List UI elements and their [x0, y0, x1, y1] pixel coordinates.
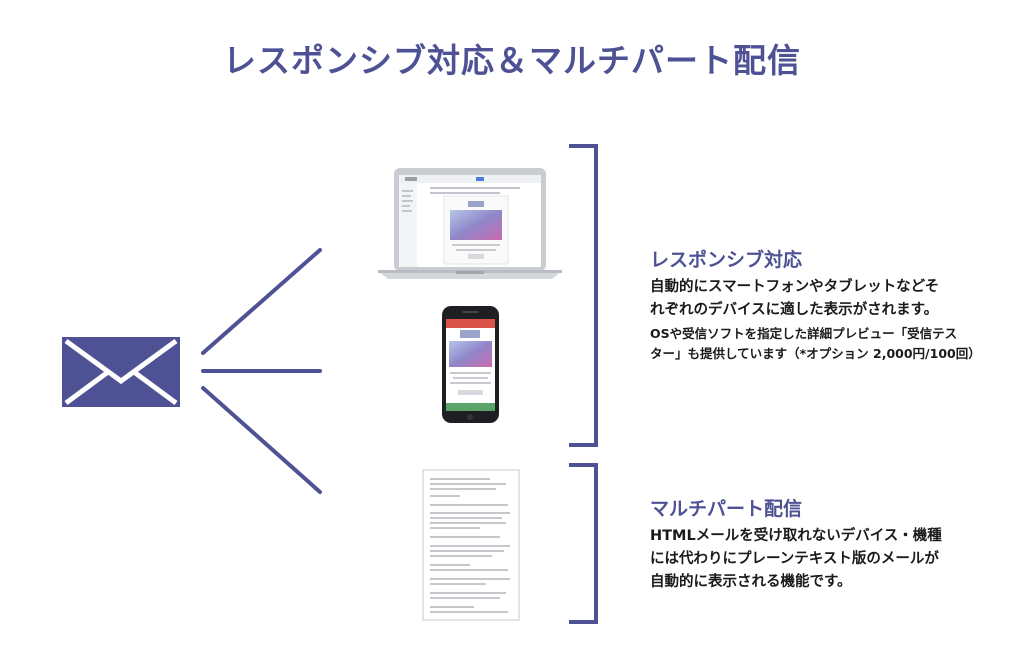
- text-document-icon: [422, 469, 520, 621]
- smartphone-icon: [442, 306, 499, 423]
- responsive-body: 自動的にスマートフォンやタブレットなどそ れぞれのデバイスに適した表示がされます…: [650, 279, 940, 318]
- multipart-body: HTMLメールを受け取れないデバイス・機種 には代わりにプレーンテキスト版のメー…: [650, 528, 942, 590]
- envelope-icon: [62, 337, 180, 407]
- connector-lines: [201, 248, 322, 494]
- page-title: レスポンシブ対応＆マルチパート配信: [223, 41, 801, 80]
- multipart-heading: マルチパート配信: [650, 498, 803, 520]
- laptop-icon: [378, 168, 562, 279]
- responsive-heading: レスポンシブ対応: [650, 249, 803, 271]
- responsive-note: OSや受信ソフトを指定した詳細プレビュー「受信テス ター」も提供しています（*オ…: [650, 326, 981, 361]
- section-brackets: [569, 144, 598, 624]
